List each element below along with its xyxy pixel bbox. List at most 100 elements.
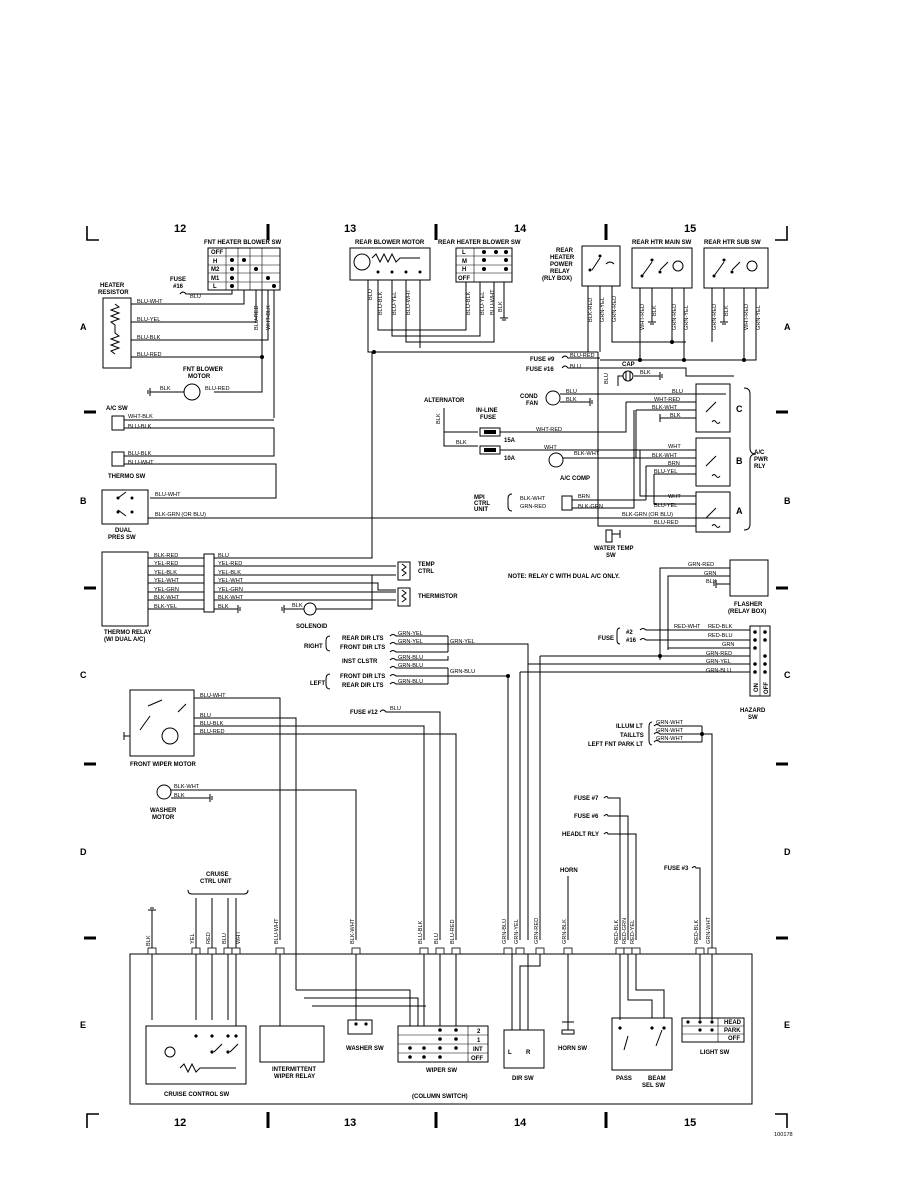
label-components-fnt-positions-2: M2 [211,267,220,273]
col-label-15-bottom: 15 [684,1117,696,1129]
label-wires-column-top-5: BLU-WHT [274,918,280,944]
label-components-ac-sw: A/C SW [106,406,128,412]
note-relay-c: NOTE: RELAY C WITH DUAL A/C ONLY. [508,574,620,580]
label-wires-column-top-9: BLU-RED [450,919,456,944]
mpi-ctrl-unit: MPI CTRL UNIT BLK-WHT GRN-RED BRN BLK-GR… [474,410,646,513]
wire-main-blk: BLK [652,305,658,316]
label-wires-thermo-relay-left-4: YEL-GRN [154,587,179,593]
label-wires-column-top-12: GRN-RED [534,918,540,944]
label-components-left-fnt-park-lt: LEFT FNT PARK LT [588,742,643,748]
label-components-fnt-positions-1: H [213,259,217,265]
label-wires-dir-lts-5: GRN-BLU [450,669,475,675]
wire-resistor-blu-red: BLU-RED [137,352,162,358]
row-label-c: C [80,670,87,680]
label-components-water-temp-sw-0: WATER TEMP [594,546,634,552]
label-components-hazard-off: OFF [764,682,770,694]
wire-alt-blk: BLK [436,413,442,424]
wire-resistor-blu-blk: BLU-BLK [137,335,161,341]
label-wires-wiper-motor-1: BLU [200,713,211,719]
wire-fnt-blu-red: BLU-RED [254,305,260,330]
fuse16-number: #16 [173,284,184,290]
label-wires-hazard-0: RED-WHT [674,624,701,630]
label-components-intermittent-wiper-relay-1: WIPER RELAY [274,1074,315,1080]
wire-resistor-blu-yel: BLU-YEL [137,317,160,323]
label-components-pass: PASS [616,1076,632,1082]
label-wires-wiper-motor-0: BLU-WHT [200,693,226,699]
row-label-d-right: D [784,847,791,857]
col-label-14: 14 [514,223,527,235]
wire-blower-blu-red: BLU-RED [205,386,230,392]
wire-rly-grn-red: GRN-RED [612,296,618,322]
wire-rlyc-blu: BLU [672,389,683,395]
label-wires-thermo-relay-left-2: YEL-BLK [154,570,177,576]
label-components-dual-pres-sw-1: PRES SW [108,535,136,541]
label-components-rear-heater-blower-sw: REAR HEATER BLOWER SW [438,240,521,246]
label-wires-relay-a-1: BLU-YEL [654,503,677,509]
rear-htr-main-sw: REAR HTR MAIN SW [631,240,693,289]
label-components-relay-letters-1: B [736,456,743,466]
cond-fan: COND FAN BLU BLK [520,389,726,407]
label-components-hazard-on: ON [754,683,760,692]
wire-alt-blk2: BLK [456,440,467,446]
row-label-d: D [80,847,87,857]
thermo-sw: BLU-BLK BLU-WHT THERMO SW [108,451,277,499]
wire-resistor-blu-wht: BLU-WHT [137,299,163,305]
label-wires-hazard-6: GRN-BLU [706,668,731,674]
rear-heater-power-relay: REAR HEATER POWER RELAY (RLY BOX) [542,245,621,287]
frame: 12 13 14 15 12 13 14 15 A A B B C C D D … [80,223,791,1129]
wire-fuse9-blu-red: BLU-RED [570,353,595,359]
wire-thermo-blu-blk: BLU-BLK [128,451,152,457]
label-wires-illum-2: GRN-WHT [656,736,684,742]
label-components-hazard-sw-1: SW [748,715,758,721]
col-label-14-bottom: 14 [514,1117,527,1129]
label-components-flasher-1: (RELAY BOX) [728,609,766,615]
label-wires-wiper-motor-2: BLU-BLK [200,721,224,727]
label-components-fuse12: FUSE #12 [350,710,378,716]
label-components-fuse3: FUSE #3 [664,866,689,872]
label-components-washer-motor-1: MOTOR [152,815,175,821]
label-components-solenoid: SOLENOID [296,624,328,630]
wire-rlyc-wht-red: WHT-RED [654,397,680,403]
wire-fan-blk: BLK [566,397,577,403]
rear-blower-motor: REAR BLOWER MOTOR [349,240,431,281]
label-components-inst-clstr: INST CLSTR [342,659,378,665]
col-label-12: 12 [174,223,186,235]
alternator: ALTERNATOR BLK BLK IN-LINE FUSE 15A 10A … [424,398,696,462]
label-components-rear-positions-0: L [462,250,466,256]
wire-blower-blk: BLK [160,386,171,392]
label-components-rear-htr-main-sw: REAR HTR MAIN SW [632,240,692,246]
fnt-blower-motor: FNT BLOWER MOTOR [147,367,224,401]
label-components-intermittent-wiper-relay-0: INTERMITTENT [272,1067,316,1073]
flasher: FLASHER (RELAY BOX) GRN-RED GRN BLK [659,559,769,660]
label-components-front-dir-lts: FRONT DIR LTS [340,674,385,680]
row-label-c-right: C [784,670,791,680]
label-components-cap: CAP [622,362,635,368]
label-components-ac-pwr-rly-0: A/C [754,450,765,456]
fuse-label: FUSE [598,636,614,642]
capacitor: CAP BLU BLK [604,362,663,386]
col-label-12-bottom: 12 [174,1117,186,1129]
label-wires-mpi-3: BLK-GRN [578,504,603,510]
wire-sub-grn-yel: GRN-YEL [756,305,762,330]
label-components-column-switch: (COLUMN SWITCH) [412,1094,468,1100]
label-wires-thermo-relay-right-2: YEL-BLK [218,570,241,576]
wire-alt-wht: WHT [544,445,557,451]
label-wires-mpi-2: BRN [578,494,590,500]
water-temp-sw: WATER TEMP SW [594,529,634,559]
label-wires-column-top-10: GRN-BLU [502,919,508,944]
column-top-labels: BLK YEL RED BLU WHT BLU-WHT BLK-WHT BLU-… [146,916,712,946]
label-components-fuse-16c: #16 [626,638,637,644]
label-components-heater-resistor-1: RESISTOR [98,290,129,296]
label-wires-fuse12: BLU [390,706,401,712]
ac-comp: BLK-WHT A/C COMP [548,451,600,482]
label-components-thermo-sw: THERMO SW [108,474,146,480]
label-components-fnt-positions-4: L [213,284,217,290]
label-wires-thermo-relay-left-3: YEL-WHT [154,578,180,584]
label-components-fnt-blower-motor-1: MOTOR [188,374,211,380]
wire-alt-wht-red: WHT-RED [536,427,562,433]
label-wires-column-top-17: RED-BLK [694,919,700,944]
label-components-front-wiper-motor: FRONT WIPER MOTOR [130,762,197,768]
label-wires-hazard-1: RED-BLK [708,624,733,630]
label-components-wiper-sw: WIPER SW [426,1068,457,1074]
